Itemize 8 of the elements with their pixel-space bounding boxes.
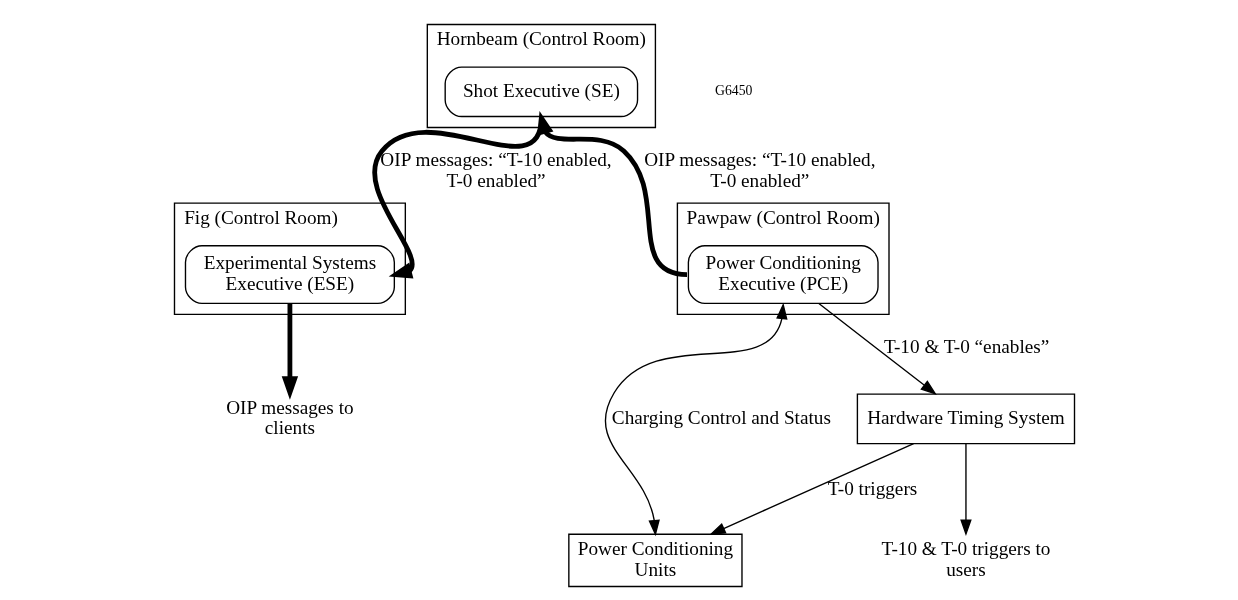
edge-label: OIP messages: “T-10 enabled, T-0 enabled” [644, 149, 876, 191]
node-text: OIP messages to clients [226, 396, 354, 439]
edge-label: Charging Control and Status [611, 406, 831, 428]
edge-label: OIP messages: “T-10 enabled, T-0 enabled” [380, 149, 612, 191]
edge-label: T-10 & T-0 “enables” [884, 336, 1050, 358]
label: G6450 [715, 83, 753, 99]
edge-label: T-0 triggers [827, 477, 918, 499]
node-text: T-10 & T-0 triggers to users [881, 538, 1051, 580]
